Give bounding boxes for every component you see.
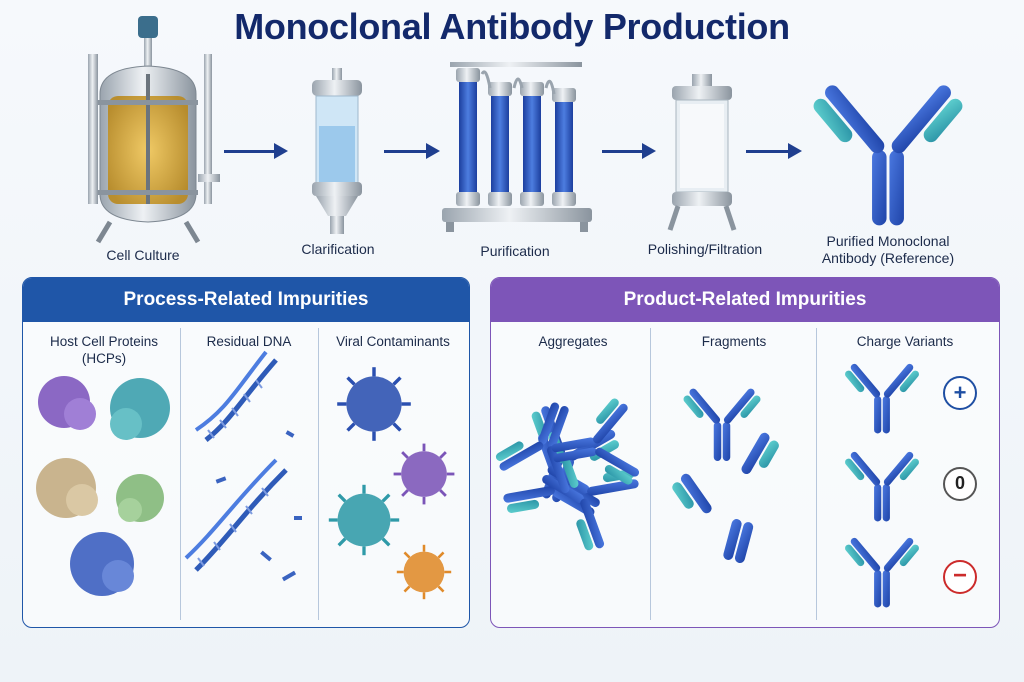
negative-charge-icon: − (943, 560, 977, 594)
bioreactor-icon (88, 16, 220, 244)
column-title-hcps: Host Cell Proteins (HCPs) (49, 334, 159, 366)
divider (318, 328, 319, 620)
arrow-icon (746, 143, 802, 159)
step-label-purified-antibody: Purified Monoclonal Antibody (Reference) (821, 233, 955, 266)
antibody-icon (808, 82, 968, 226)
step-label-polishing-filtration: Polishing/Filtration (647, 241, 763, 257)
product-impurities-panel: Product-Related Impurities (490, 277, 1000, 628)
arrow-icon (384, 143, 440, 159)
neutral-charge-icon: 0 (943, 467, 977, 501)
panel-title: Process-Related Impurities (23, 278, 469, 322)
divider (816, 328, 817, 620)
antibody-fragments-icon (672, 387, 779, 564)
step-label-cell-culture: Cell Culture (106, 247, 180, 263)
page-title: Monoclonal Antibody Production (234, 6, 790, 47)
step-label-clarification: Clarification (301, 241, 375, 257)
divider (650, 328, 651, 620)
antibody-aggregate-icon (488, 388, 647, 560)
column-title-viral-contaminants: Viral Contaminants (336, 334, 450, 349)
filtration-unit-icon (667, 74, 737, 231)
clarifier-icon (312, 68, 362, 234)
virus-particles-icon (327, 365, 456, 601)
arrow-icon (602, 143, 656, 159)
panel-title: Product-Related Impurities (491, 278, 999, 322)
arrow-icon (224, 143, 288, 159)
step-label-purification: Purification (480, 243, 550, 259)
column-title-residual-dna: Residual DNA (206, 334, 292, 349)
column-title-fragments: Fragments (701, 334, 767, 349)
divider (180, 328, 181, 620)
column-title-charge-variants: Charge Variants (856, 334, 954, 349)
column-title-aggregates: Aggregates (538, 334, 608, 349)
protein-clusters-icon (36, 376, 170, 596)
dna-helix-icon (184, 350, 302, 582)
positive-charge-icon: + (943, 376, 977, 410)
chromatography-columns-icon (442, 62, 592, 232)
